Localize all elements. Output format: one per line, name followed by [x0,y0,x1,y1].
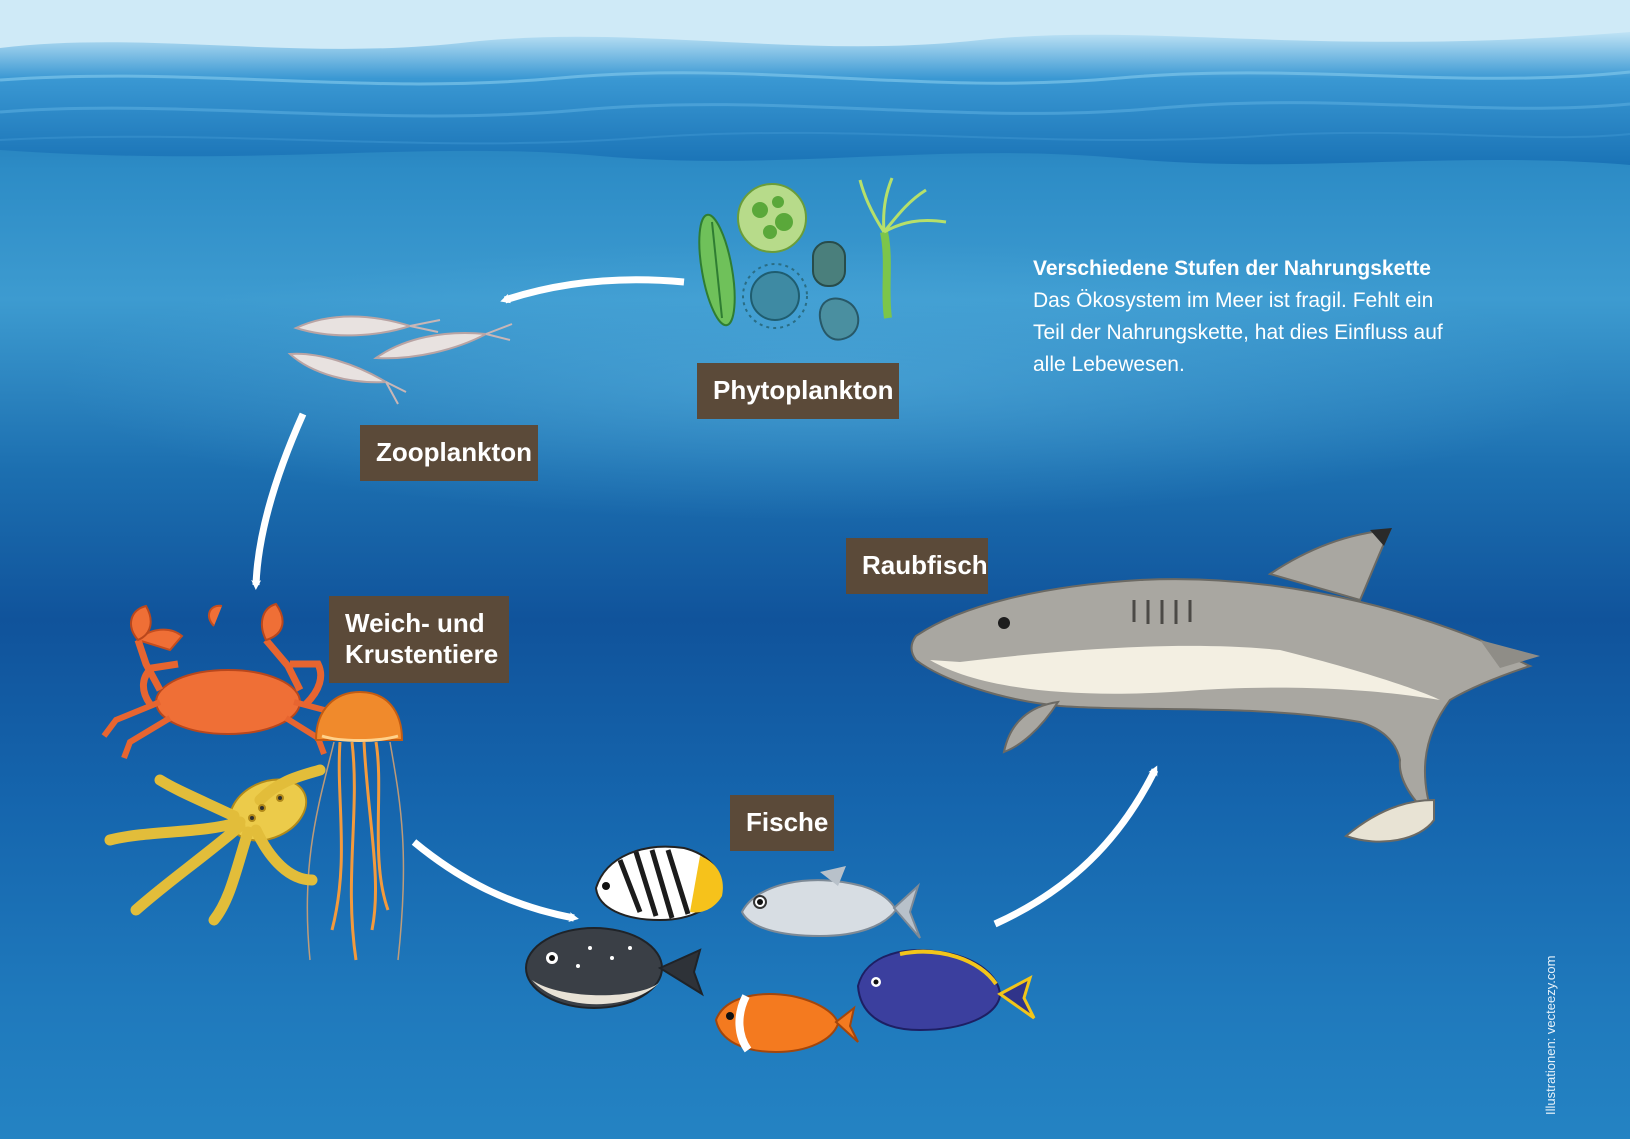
shark-icon [912,528,1541,842]
label-zooplankton: Zooplankton [360,425,538,481]
trevally-icon [742,866,920,938]
octopus-icon [110,768,320,920]
jellyfish-icon [307,692,403,960]
info-body: Das Ökosystem im Meer ist fragil. Fehlt … [1033,289,1443,376]
image-credit: Illustrationen: vecteezy.com [1543,956,1558,1115]
pufferfish-icon [526,928,702,1008]
crab-icon [104,604,340,758]
surgeonfish-icon [858,950,1034,1030]
butterflyfish-icon [596,847,723,920]
label-weich-und-krustentiere: Weich- und Krustentiere [329,596,509,683]
water-surface [0,0,1630,165]
info-title: Verschiedene Stufen der Nahrungskette [1033,253,1463,285]
label-phytoplankton: Phytoplankton [697,363,899,419]
label-raubfisch: Raubfisch [846,538,988,594]
label-fische: Fische [730,795,834,851]
info-box: Verschiedene Stufen der Nahrungskette Da… [1033,253,1463,381]
arrow-icon [995,770,1155,924]
clownfish-icon [716,994,858,1052]
arrow-icon [414,842,574,918]
